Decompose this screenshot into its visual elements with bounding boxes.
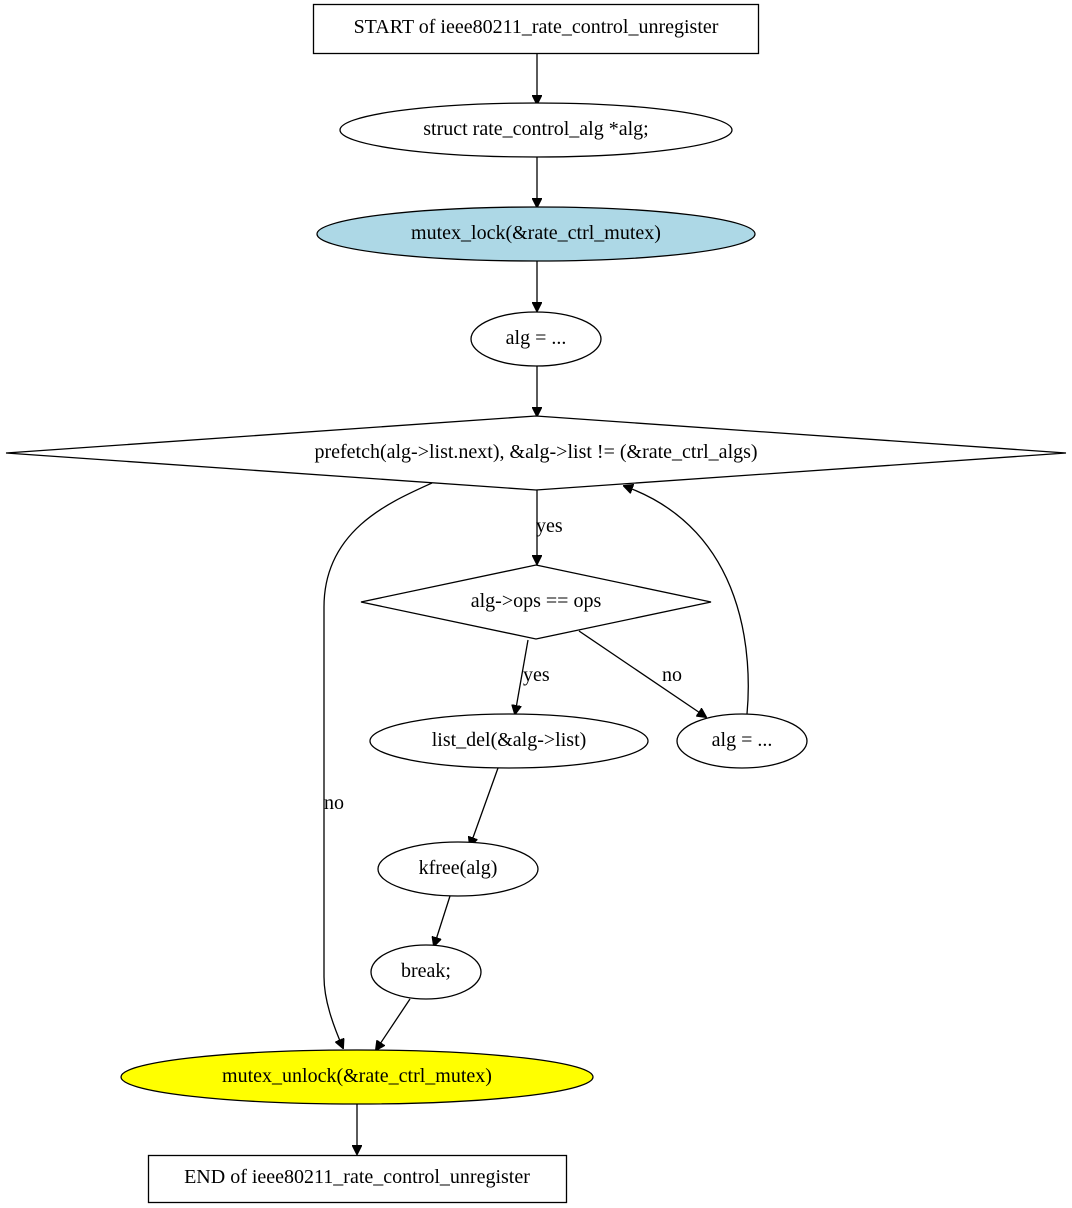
node-decl-label: struct rate_control_alg *alg; bbox=[423, 118, 648, 140]
node-loop-cond-label: prefetch(alg->list.next), &alg->list != … bbox=[314, 441, 757, 463]
node-next-shape bbox=[676, 713, 808, 769]
edge-kfree-to-break bbox=[434, 895, 451, 946]
edge-label-ops-no: no bbox=[662, 664, 682, 686]
node-start-shape bbox=[312, 3, 760, 55]
node-end-shape bbox=[147, 1154, 568, 1204]
node-decl-shape bbox=[339, 102, 733, 158]
node-unlock-shape bbox=[120, 1049, 594, 1105]
node-unlock-label: mutex_unlock(&rate_ctrl_mutex) bbox=[222, 1065, 492, 1087]
node-break-shape bbox=[370, 944, 482, 1000]
edge-list-del-to-kfree bbox=[470, 767, 499, 846]
node-init: alg = ... bbox=[470, 311, 602, 367]
node-end: END of ieee80211_rate_control_unregister bbox=[147, 1154, 568, 1204]
edges bbox=[323, 54, 749, 1154]
node-list-del-label: list_del(&alg->list) bbox=[432, 729, 587, 751]
node-loop-cond-shape bbox=[5, 415, 1067, 491]
node-lock-shape bbox=[316, 206, 756, 262]
node-break-label: break; bbox=[401, 960, 451, 982]
node-kfree: kfree(alg) bbox=[377, 841, 539, 897]
edge-label-ops-yes: yes bbox=[523, 664, 550, 686]
edge-label-loop-yes: yes bbox=[536, 515, 563, 537]
node-break: break; bbox=[370, 944, 482, 1000]
node-init-label: alg = ... bbox=[506, 327, 567, 349]
node-list-del-shape bbox=[369, 713, 649, 769]
node-next: alg = ... bbox=[676, 713, 808, 769]
edge-next-to-loop-cond bbox=[624, 486, 749, 715]
node-loop-cond: prefetch(alg->list.next), &alg->list != … bbox=[5, 415, 1067, 491]
node-next-label: alg = ... bbox=[712, 729, 773, 751]
node-list-del: list_del(&alg->list) bbox=[369, 713, 649, 769]
node-decl: struct rate_control_alg *alg; bbox=[339, 102, 733, 158]
edge-ops-cond-yes bbox=[515, 639, 529, 714]
node-lock-label: mutex_lock(&rate_ctrl_mutex) bbox=[411, 222, 661, 244]
node-lock: mutex_lock(&rate_ctrl_mutex) bbox=[316, 206, 756, 262]
node-init-shape bbox=[470, 311, 602, 367]
edge-labels: yes no yes no bbox=[324, 515, 682, 814]
edge-ops-cond-no bbox=[578, 630, 706, 717]
node-ops-cond-label: alg->ops == ops bbox=[471, 590, 602, 612]
edge-label-loop-no: no bbox=[324, 792, 344, 814]
node-start: START of ieee80211_rate_control_unregist… bbox=[312, 3, 760, 55]
node-unlock: mutex_unlock(&rate_ctrl_mutex) bbox=[120, 1049, 594, 1105]
edge-break-to-unlock bbox=[376, 998, 411, 1050]
node-ops-cond: alg->ops == ops bbox=[360, 564, 712, 640]
node-kfree-label: kfree(alg) bbox=[419, 857, 498, 879]
node-ops-cond-shape bbox=[360, 564, 712, 640]
node-kfree-shape bbox=[377, 841, 539, 897]
edge-loop-cond-no bbox=[323, 482, 433, 1048]
node-end-label: END of ieee80211_rate_control_unregister bbox=[184, 1166, 530, 1188]
node-start-label: START of ieee80211_rate_control_unregist… bbox=[354, 16, 719, 38]
